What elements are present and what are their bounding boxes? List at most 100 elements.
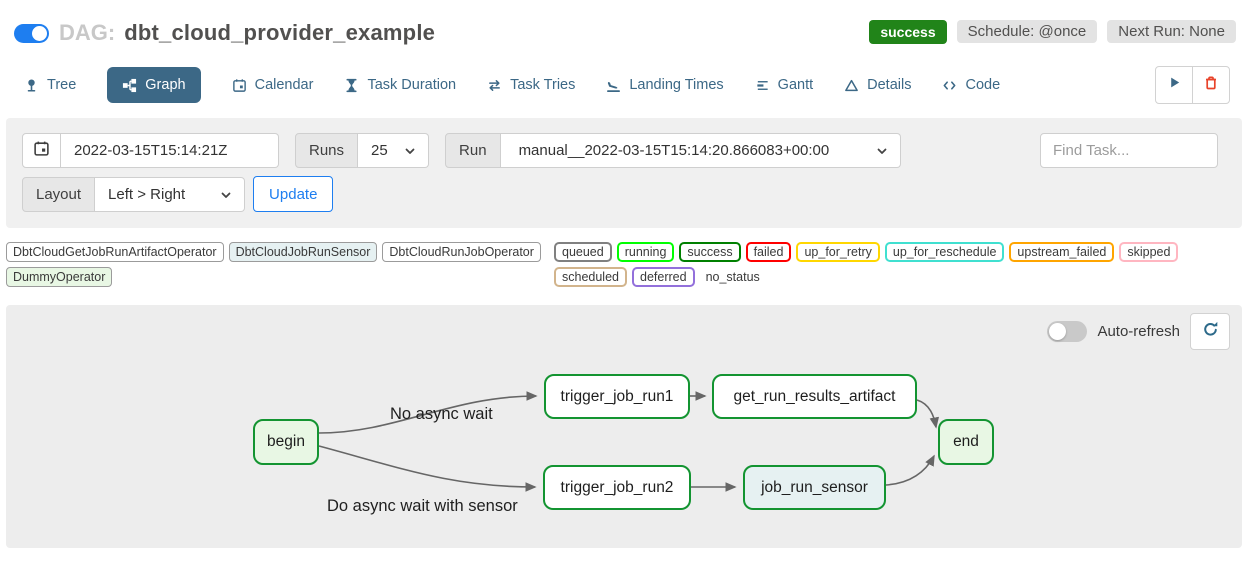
layout-selected-value: Left > Right (108, 185, 186, 203)
base-date-icon-button[interactable] (22, 133, 61, 168)
auto-refresh-label: Auto-refresh (1097, 323, 1180, 340)
triangle-icon (844, 78, 859, 93)
status-legend: queued running success failed up_for_ret… (554, 242, 1242, 287)
refresh-icon (1202, 321, 1219, 343)
header-badges: success Schedule: @once Next Run: None (869, 20, 1236, 44)
layout-label: Layout (22, 176, 96, 212)
filter-row-1: Runs 25 Run manual__2022-03-15T15:14:20.… (22, 133, 1226, 168)
calendar-icon (33, 140, 50, 161)
legend: DbtCloudGetJobRunArtifactOperator DbtClo… (0, 228, 1248, 293)
chevron-down-icon (221, 186, 231, 203)
tab-label: Graph (145, 77, 186, 93)
runs-select[interactable]: 25 (358, 133, 430, 168)
tab-label: Tree (47, 77, 77, 93)
code-icon (942, 78, 957, 93)
view-tabbar: Tree Graph Calendar Task Duration Task T… (0, 50, 1248, 112)
operator-chip: DbtCloudGetJobRunArtifactOperator (6, 242, 224, 262)
run-selected-value: manual__2022-03-15T15:14:20.866083+00:00 (518, 142, 830, 159)
tab-landing-times[interactable]: Landing Times (606, 67, 724, 103)
status-chip: scheduled (554, 267, 627, 287)
dag-pause-toggle[interactable] (14, 23, 49, 43)
tab-gantt[interactable]: Gantt (755, 67, 813, 103)
tab-task-duration[interactable]: Task Duration (344, 67, 456, 103)
toggle-knob (32, 25, 47, 41)
task-node-job-run-sensor[interactable]: job_run_sensor (743, 465, 886, 510)
operator-legend: DbtCloudGetJobRunArtifactOperator DbtClo… (6, 242, 554, 287)
schedule-badge: Schedule: @once (956, 20, 1098, 43)
runs-group: Runs 25 (295, 133, 430, 168)
chevron-down-icon (405, 142, 415, 159)
status-chip: upstream_failed (1009, 242, 1115, 262)
tab-graph[interactable]: Graph (107, 67, 201, 103)
status-chip: skipped (1119, 242, 1179, 262)
dag-graph-panel: Auto-refresh No async wait Do async wait… (6, 305, 1242, 548)
operator-chip: DummyOperator (6, 267, 113, 287)
task-node-trigger-job-run1[interactable]: trigger_job_run1 (544, 374, 690, 419)
auto-refresh-toggle[interactable] (1047, 321, 1088, 342)
edge-label: Do async wait with sensor (327, 497, 518, 515)
chevron-down-icon (877, 142, 887, 159)
page-header: DAG: dbt_cloud_provider_example success … (0, 0, 1248, 50)
find-task-input[interactable] (1040, 133, 1218, 168)
run-select[interactable]: manual__2022-03-15T15:14:20.866083+00:00 (500, 133, 901, 168)
operator-chip: DbtCloudRunJobOperator (382, 242, 541, 262)
status-chip: success (679, 242, 741, 262)
status-chip: running (616, 242, 675, 262)
base-date-input[interactable] (61, 133, 279, 168)
edge-label: No async wait (390, 405, 493, 423)
tab-label: Landing Times (629, 77, 724, 93)
tab-details[interactable]: Details (844, 67, 911, 103)
next-run-badge: Next Run: None (1107, 20, 1236, 43)
repeat-icon (487, 78, 502, 93)
tab-label: Calendar (254, 77, 314, 93)
run-label: Run (445, 133, 501, 168)
status-chip: up_for_reschedule (884, 242, 1005, 262)
trash-icon (1203, 75, 1219, 96)
tab-code[interactable]: Code (942, 67, 1000, 103)
status-chip: deferred (632, 267, 695, 287)
no-status-label: no_status (705, 270, 760, 284)
layout-group: Layout Left > Right (22, 176, 246, 212)
auto-refresh-controls: Auto-refresh (1047, 313, 1230, 350)
runs-selected-value: 25 (371, 142, 388, 159)
status-badge[interactable]: success (869, 20, 947, 44)
update-button[interactable]: Update (253, 176, 334, 212)
tab-calendar[interactable]: Calendar (232, 67, 314, 103)
tab-label: Details (867, 77, 912, 93)
filter-row-2: Layout Left > Right Update (22, 176, 1226, 212)
toggle-knob (1049, 323, 1067, 340)
tab-label: Code (965, 77, 1001, 93)
tab-label: Task Tries (510, 77, 576, 93)
hourglass-icon (344, 78, 359, 93)
trigger-dag-button[interactable] (1155, 66, 1193, 104)
delete-dag-button[interactable] (1192, 66, 1230, 104)
dag-edges (318, 391, 940, 492)
page-title: dbt_cloud_provider_example (124, 20, 436, 45)
status-chip: failed (745, 242, 792, 262)
play-icon (1167, 75, 1182, 95)
tree-icon (24, 78, 39, 93)
runs-label: Runs (295, 133, 359, 168)
operator-chip: DbtCloudJobRunSensor (228, 242, 378, 262)
dag-prefix-label: DAG: (59, 20, 116, 45)
dag-action-buttons (1155, 66, 1230, 104)
gantt-icon (755, 78, 770, 93)
refresh-button[interactable] (1190, 313, 1230, 350)
status-chip: queued (554, 242, 612, 262)
filter-panel: Runs 25 Run manual__2022-03-15T15:14:20.… (6, 118, 1242, 228)
tab-label: Gantt (777, 77, 814, 93)
task-node-begin[interactable]: begin (253, 419, 319, 465)
calendar-icon (232, 78, 247, 93)
tab-label: Task Duration (367, 77, 457, 93)
task-node-end[interactable]: end (938, 419, 994, 465)
base-date-group (22, 133, 279, 168)
tab-task-tries[interactable]: Task Tries (487, 67, 575, 103)
plane-landing-icon (606, 78, 621, 93)
task-node-trigger-job-run2[interactable]: trigger_job_run2 (543, 465, 691, 510)
layout-select[interactable]: Left > Right (95, 176, 246, 212)
run-group: Run manual__2022-03-15T15:14:20.866083+0… (445, 133, 901, 168)
graph-icon (122, 78, 137, 93)
tab-tree[interactable]: Tree (24, 67, 76, 103)
status-chip: up_for_retry (796, 242, 880, 262)
task-node-get-run-results-artifact[interactable]: get_run_results_artifact (712, 374, 917, 419)
